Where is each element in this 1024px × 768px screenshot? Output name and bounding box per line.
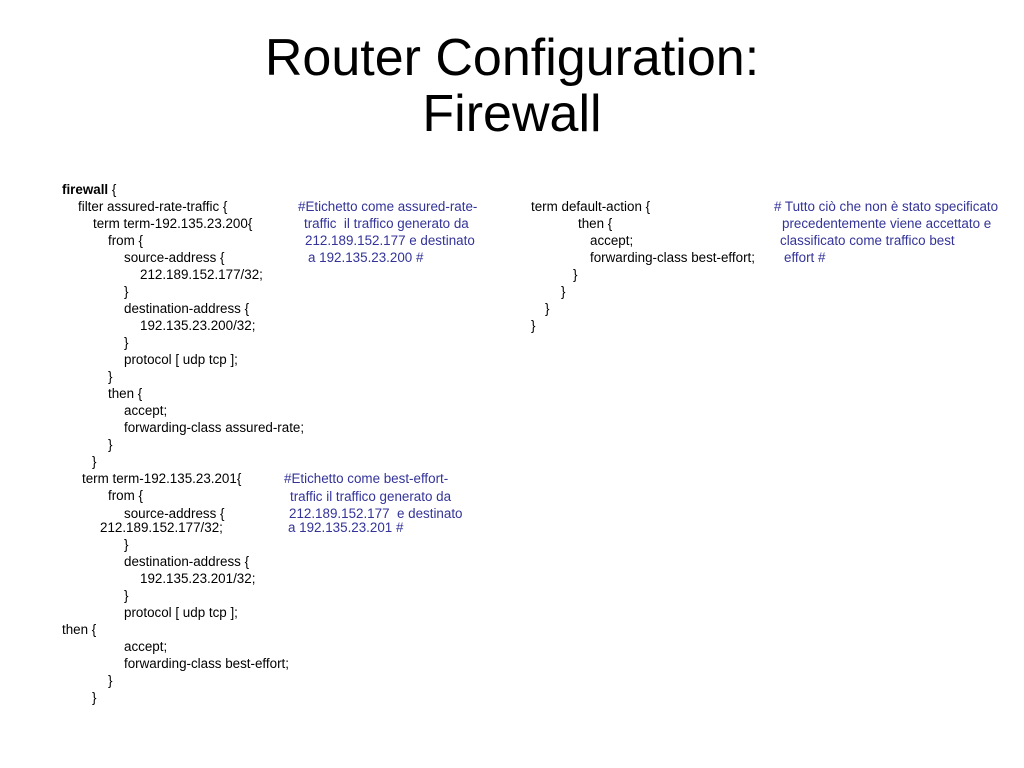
code-line: } xyxy=(545,301,550,316)
code-line: accept; xyxy=(124,639,168,654)
code-line: } xyxy=(92,454,97,469)
code-line: } xyxy=(124,284,129,299)
code-line: term term-192.135.23.201{ xyxy=(82,471,242,486)
comment-line: a 192.135.23.200 # xyxy=(308,250,424,265)
code-line: accept; xyxy=(590,233,634,248)
code-line: protocol [ udp tcp ]; xyxy=(124,352,238,367)
comment-line: # Tutto ciò che non è stato specificato xyxy=(774,199,999,214)
code-line: } xyxy=(108,437,113,452)
code-line: 192.135.23.201/32; xyxy=(140,571,256,586)
title-line-1: Router Configuration: xyxy=(264,29,760,87)
code-line: } xyxy=(124,537,129,552)
comment-line: 212.189.152.177 e destinato xyxy=(305,233,475,248)
title-line-2: Firewall xyxy=(422,85,602,143)
code-line: from { xyxy=(108,488,143,503)
code-line: filter assured-rate-traffic { xyxy=(78,199,228,214)
code-line: then { xyxy=(578,216,613,231)
code-line: forwarding-class best-effort; xyxy=(590,250,755,265)
code-line: 212.189.152.177/32; xyxy=(140,267,263,282)
comment-line: traffic il traffico generato da xyxy=(290,489,452,504)
slide-title: Router Configuration: Firewall xyxy=(0,30,1024,142)
code-line: term default-action { xyxy=(531,199,651,214)
code-line: } xyxy=(573,267,578,282)
code-line: protocol [ udp tcp ]; xyxy=(124,605,238,620)
code-line: destination-address { xyxy=(124,301,250,316)
code-line: forwarding-class best-effort; xyxy=(124,656,289,671)
code-line: } xyxy=(108,369,113,384)
code-line: } xyxy=(561,284,566,299)
code-line: } xyxy=(124,588,129,603)
comment-line: a 192.135.23.201 # xyxy=(288,520,404,535)
code-line: accept; xyxy=(124,403,168,418)
code-line: destination-address { xyxy=(124,554,250,569)
comment-line: effort # xyxy=(784,250,826,265)
code-line: term term-192.135.23.200{ xyxy=(93,216,253,231)
code-line: } xyxy=(92,690,97,705)
comment-line: traffic il traffico generato da xyxy=(304,216,469,231)
comment-line: precedentemente viene accettato e xyxy=(782,216,992,231)
firewall-keyword: firewall xyxy=(62,182,109,197)
code-line: 192.135.23.200/32; xyxy=(140,318,256,333)
code-line: } xyxy=(124,335,129,350)
code-line: 212.189.152.177/32; xyxy=(100,520,223,535)
comment-line: classificato come traffico best xyxy=(780,233,955,248)
code-line: source-address { xyxy=(124,506,225,521)
code-line: then { xyxy=(108,386,143,401)
code-line: } xyxy=(531,318,536,333)
code-fragment: { xyxy=(108,182,117,197)
comment-line: #Etichetto come best-effort- xyxy=(284,471,449,486)
code-line: firewall { xyxy=(62,181,116,198)
code-line: from { xyxy=(108,233,143,248)
code-line: source-address { xyxy=(124,250,225,265)
code-line: then { xyxy=(62,622,97,637)
comment-line: #Etichetto come assured-rate- xyxy=(298,199,478,214)
comment-line: 212.189.152.177 e destinato xyxy=(289,506,463,521)
code-line: } xyxy=(108,673,113,688)
code-line: forwarding-class assured-rate; xyxy=(124,420,305,435)
